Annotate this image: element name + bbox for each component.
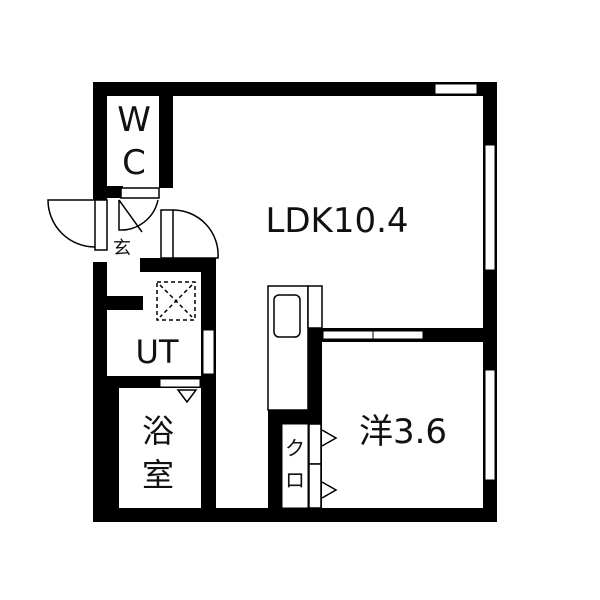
kitchen-counter (267, 285, 323, 411)
closet-label-2: ロ (285, 468, 305, 492)
bath-label-2: 室 (142, 456, 174, 494)
ldk-label: LDK10.4 (265, 201, 408, 241)
ut-label: UT (136, 333, 179, 371)
closet-label-1: ク (285, 436, 305, 460)
ldk-door[interactable] (160, 209, 219, 259)
windows (159, 83, 496, 481)
entrance-door[interactable] (47, 199, 108, 251)
western-room-label: 洋3.6 (359, 412, 447, 452)
washing-machine-space (156, 281, 196, 321)
bath-label-1: 浴 (142, 412, 174, 450)
wc-label-w: W (117, 100, 151, 140)
wc-label-c: C (122, 143, 146, 183)
closet-doors[interactable] (308, 423, 338, 509)
wc-door[interactable] (118, 187, 160, 233)
bath-door-icon (176, 389, 198, 404)
entrance-label: 玄 (113, 238, 131, 259)
